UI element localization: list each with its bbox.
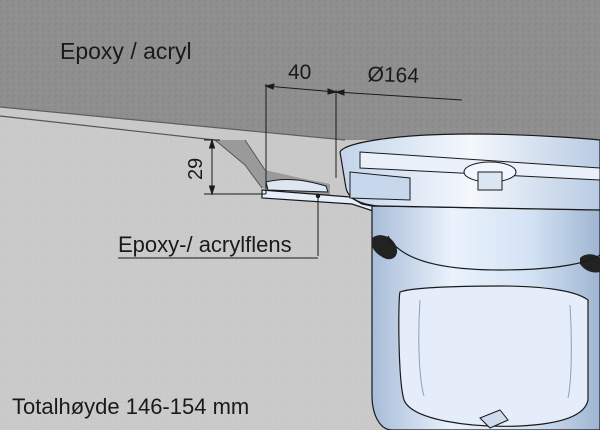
drain-bottom-clip [479,409,509,429]
dimension-29-label: 29 [185,157,207,180]
drain-inner-bucket-wall [418,299,572,399]
dimension-40-label: 40 [288,61,312,84]
drain-inner-bucket [398,285,589,427]
coating-edge-line [0,106,346,141]
total-height-label: Totalhøyde 146-154 mm [12,394,250,419]
drain-center-stem [477,171,503,191]
dimension-40 [264,83,338,194]
flange-lip [265,179,329,193]
flange-label: Epoxy-/ acrylflens [118,232,292,257]
flange-leader [118,196,319,259]
dimension-29 [204,138,266,196]
drain-inner-ring [387,235,600,271]
dimension-diameter-label: Ø164 [367,63,420,88]
dimension-diameter-164 [334,89,463,101]
coating-layer [0,0,600,140]
coating-label: Epoxy / acryl [60,38,192,64]
concrete-recess-line [214,139,266,189]
drain-gasket-right [580,254,600,273]
drain-grate-slot [349,171,411,201]
concrete-top-edge [0,115,216,141]
